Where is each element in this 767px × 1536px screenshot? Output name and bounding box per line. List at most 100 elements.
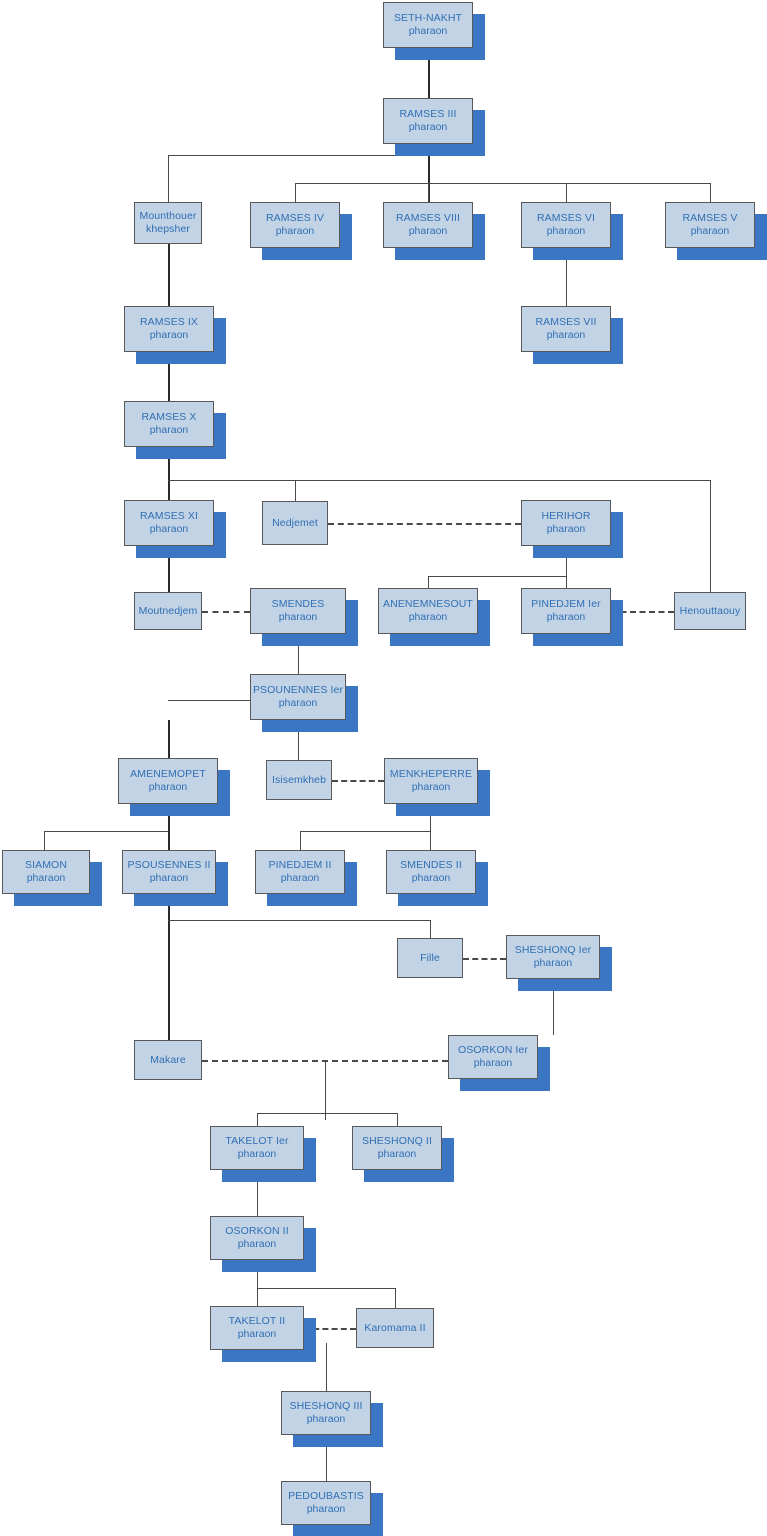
node-name: Fille [420,951,440,964]
node-role: pharaon [533,957,573,969]
node-name: RAMSES V [682,212,738,224]
edge-ramses11-to-moutnedjem [168,546,170,592]
node-role: pharaon [148,781,188,793]
node-role: pharaon [411,872,451,884]
edge-menkheperre-stem [430,804,431,850]
node-role: pharaon [546,523,586,535]
edge-drop-anenemnesout [428,576,429,588]
edge-marriage-moutnedjem-smendes [202,611,250,613]
edge-ramses3-stem [428,144,430,202]
node-name: ANENEMNESOUT [383,598,473,610]
node-role: pharaon [149,523,189,535]
edge-mounthouer-to-ramses9 [168,244,170,306]
edge-drop-takelot1 [257,1113,258,1126]
edge-marriage-isisemkheb-menkheperre [332,780,384,782]
node-isisemkheb[interactable]: Isisemkheb [266,760,332,800]
edge-bus-ramses10-children [168,480,710,481]
node-role: pharaon [149,872,189,884]
edge-drop-henouttaouy [710,480,711,592]
node-name: RAMSES IV [265,212,325,224]
node-name: RAMSES VII [535,316,597,328]
node-name: Isisemkheb [271,773,327,786]
edge-takelot1-to-osorkon2 [257,1170,258,1216]
edge-ramses9-to-ramses10 [168,352,170,401]
edge-bus-osorkon2-children [257,1288,395,1289]
node-name: RAMSES III [399,108,457,120]
edge-psousennes2-to-makare [168,894,170,1040]
node-name: MENKHEPERRE [389,768,473,780]
node-name: RAMSES XI [139,510,199,522]
node-name: OSORKON Ier [458,1044,528,1056]
edge-marriage-takelot2-karomama2 [304,1328,356,1330]
edge-ramses6-to-ramses7 [566,248,567,306]
node-nedjemet[interactable]: Nedjemet [262,501,328,545]
edge-drop-ramses5 [710,183,711,202]
node-name: PEDOUBASTIS [288,1490,364,1502]
node-name: OSORKON II [225,1225,289,1237]
node-role: pharaon [275,225,315,237]
node-name: SMENDES II [400,859,462,871]
node-karomama2[interactable]: Karomama II [356,1308,434,1348]
node-henouttaouy[interactable]: Henouttaouy [674,592,746,630]
edge-drop-ramses6 [566,183,567,202]
edge-drop-ramses4 [295,183,296,202]
node-role: pharaon [278,611,318,623]
node-name: HERIHOR [541,510,591,522]
edge-bus-psousennes2-children [168,920,430,921]
node-role: pharaon [546,225,586,237]
edge-sethnakht-to-ramses3 [428,48,430,98]
node-role: pharaon [149,424,189,436]
node-name: SHESHONQ III [289,1400,363,1412]
node-role: pharaon [237,1238,277,1250]
node-name: AMENEMOPET [130,768,206,780]
node-name: Henouttaouy [679,604,741,617]
node-fille[interactable]: Fille [397,938,463,978]
node-makare[interactable]: Makare [134,1040,202,1080]
node-name: SIAMON [24,859,68,871]
node-role: pharaon [408,611,448,623]
edge-takelot2-union-to-sheshonq3 [326,1343,327,1391]
node-moutnedjem[interactable]: Moutnedjem [134,592,202,630]
node-name: PINEDJEM Ier [531,598,601,610]
node-role: pharaon [306,1503,346,1515]
node-role: pharaon [377,1148,417,1160]
node-name: RAMSES VI [536,212,596,224]
node-name: Nedjemet [272,516,318,529]
edge-bus-psousennes1-children [168,700,298,701]
node-name: SHESHONQ II [362,1135,432,1147]
node-name: SHESHONQ Ier [514,944,592,956]
edge-ramses10-to-ramses11 [168,447,170,500]
node-role: pharaon [26,872,66,884]
edge-marriage-makare-osorkon1 [202,1060,448,1062]
